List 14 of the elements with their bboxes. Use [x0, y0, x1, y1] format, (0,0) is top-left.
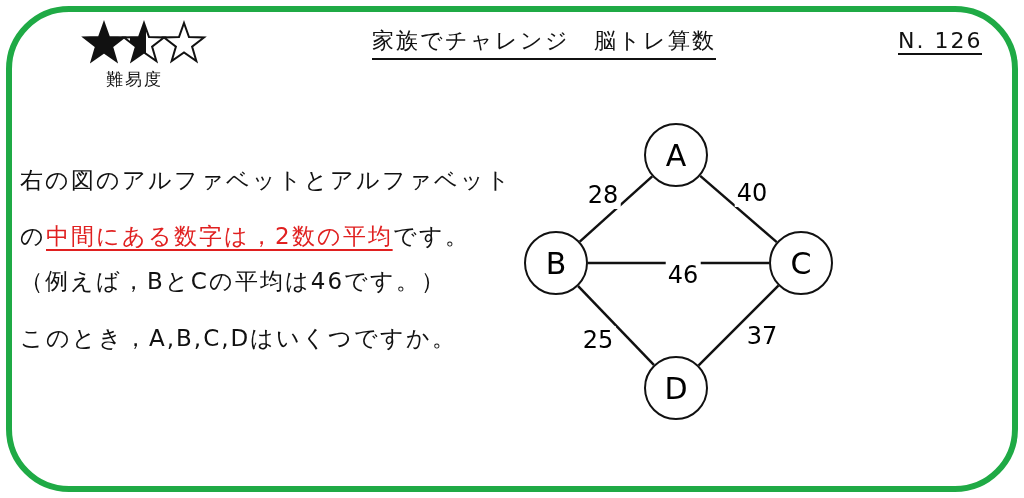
- example-text: （例えば，BとCの平均は46です。）: [20, 267, 447, 296]
- letter-circle: C: [769, 231, 833, 295]
- connector-line: [578, 175, 654, 243]
- connector-line: [697, 284, 780, 367]
- connector-line: [577, 285, 655, 366]
- difficulty-label: 難易度: [106, 68, 163, 91]
- letter-circle: D: [644, 356, 708, 420]
- letter-circle: B: [524, 231, 588, 295]
- connector-line: [699, 174, 778, 244]
- letter-circle: A: [644, 123, 708, 187]
- problem-number: N. 126: [898, 28, 983, 55]
- problem-text: 右の図のアルファベットとアルファベットの中間にある数字は，2数の平均です。: [20, 166, 513, 251]
- question-text: このとき，A,B,C,Dはいくつですか。: [20, 324, 458, 353]
- title: 家族でチャレンジ 脳トレ算数: [372, 26, 716, 60]
